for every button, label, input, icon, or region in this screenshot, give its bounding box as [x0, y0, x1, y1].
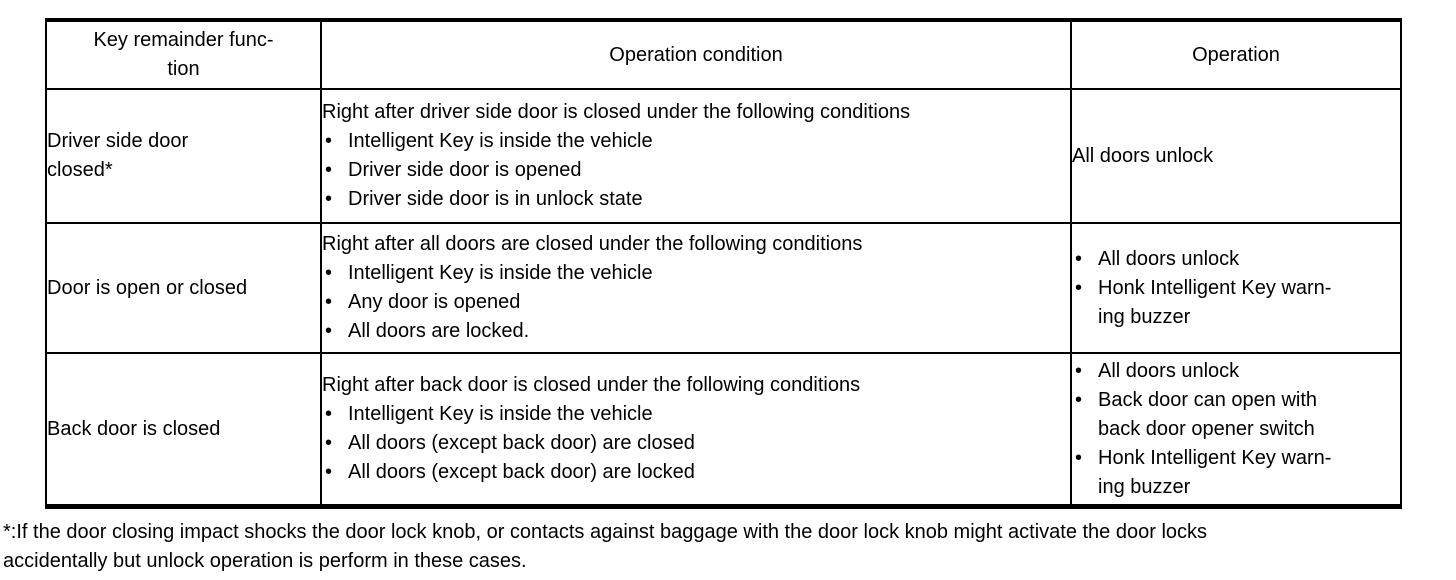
operation-text: All doors unlock: [1072, 144, 1214, 167]
cell-operation: All doors unlock: [1070, 88, 1402, 224]
table-row-driver-side-door-closed: Driver side door closed* Right after dri…: [45, 88, 1402, 224]
bullet-item: Honk Intelligent Key warn- ing buzzer: [1072, 274, 1400, 332]
bullet-item: All doors (except back door) are locked: [322, 458, 1070, 487]
bullet-item: Honk Intelligent Key warn- ing buzzer: [1072, 444, 1400, 502]
cell-function: Back door is closed: [45, 352, 322, 508]
condition-intro: Right after back door is closed under th…: [322, 374, 861, 396]
bullet-item: All doors (except back door) are closed: [322, 429, 1070, 458]
bullet-item: Intelligent Key is inside the vehicle: [322, 400, 1070, 429]
condition-intro: Right after driver side door is closed u…: [322, 101, 911, 123]
header-key-remainder-function: Key remainder func- tion: [45, 19, 322, 90]
cell-function: Door is open or closed: [45, 222, 322, 354]
table-row-back-door-closed: Back door is closed Right after back doo…: [45, 352, 1402, 508]
cell-operation-condition: Right after driver side door is closed u…: [320, 88, 1072, 224]
bullet-item: Intelligent Key is inside the vehicle: [322, 127, 1070, 156]
cell-operation: All doors unlock Back door can open with…: [1070, 352, 1402, 508]
cell-operation-condition: Right after all doors are closed under t…: [320, 222, 1072, 354]
bullet-item: Intelligent Key is inside the vehicle: [322, 259, 1070, 288]
bullet-item: Any door is opened: [322, 288, 1070, 317]
bullet-item: Driver side door is opened: [322, 156, 1070, 185]
header-row: Key remainder func- tion Operation condi…: [45, 19, 1402, 90]
condition-intro: Right after all doors are closed under t…: [322, 233, 863, 255]
bullet-item: Driver side door is in unlock state: [322, 185, 1070, 214]
bullet-item: Back door can open with back door opener…: [1072, 386, 1400, 444]
bullet-item: All doors are locked.: [322, 317, 1070, 346]
table-row-door-open-or-closed: Door is open or closed Right after all d…: [45, 222, 1402, 354]
cell-function: Driver side door closed*: [45, 88, 322, 224]
cell-operation: All doors unlock Honk Intelligent Key wa…: [1070, 222, 1402, 354]
footnote: *:If the door closing impact shocks the …: [3, 521, 1208, 572]
header-operation-condition: Operation condition: [320, 19, 1072, 90]
cell-operation-condition: Right after back door is closed under th…: [320, 352, 1072, 508]
header-operation: Operation: [1070, 19, 1402, 90]
key-remainder-function-table: Key remainder func- tion Operation condi…: [45, 18, 1402, 509]
bullet-item: All doors unlock: [1072, 245, 1400, 274]
bullet-item: All doors unlock: [1072, 357, 1400, 386]
